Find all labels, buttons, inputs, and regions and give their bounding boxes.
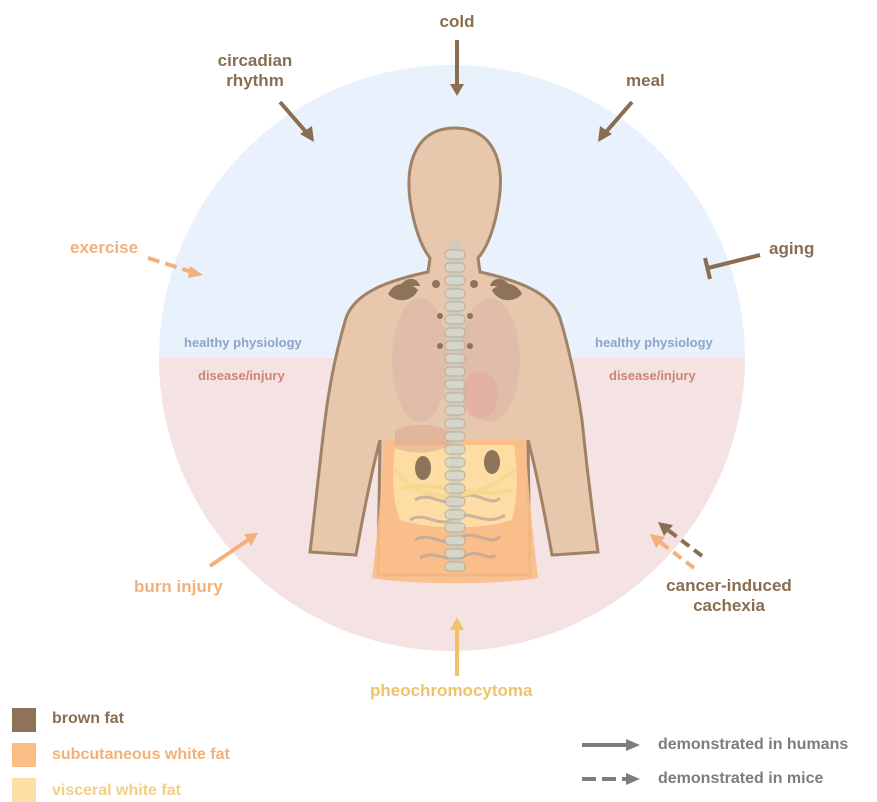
vertebra [445, 445, 465, 454]
vertebra [445, 367, 465, 376]
vertebra [445, 419, 465, 428]
legend-dashed-arrow [582, 773, 640, 785]
vertebra [445, 263, 465, 272]
humans-legend-label: demonstrated in humans [658, 736, 848, 754]
vertebra [445, 549, 465, 558]
vertebra [445, 276, 465, 285]
vertebra [445, 510, 465, 519]
vertebra [445, 458, 465, 467]
visceral-fat-swatch [12, 778, 36, 802]
vertebra [445, 315, 465, 324]
vertebra [445, 536, 465, 545]
vertebra [445, 380, 465, 389]
vertebra [445, 471, 465, 480]
subcutaneous-fat-legend-label: subcutaneous white fat [52, 746, 230, 764]
exercise-label: exercise [70, 238, 138, 258]
cold-label: cold [437, 12, 477, 32]
mice-legend-label: demonstrated in mice [658, 770, 823, 788]
cachexia-line-1: cancer-induced [654, 576, 804, 596]
legend-arrows [582, 739, 640, 785]
vertebra [445, 354, 465, 363]
vertebra [445, 406, 465, 415]
visceral-fat-legend-label: visceral white fat [52, 782, 181, 800]
disease-label-left: disease/injury [198, 368, 285, 383]
healthy-label-left: healthy physiology [184, 335, 302, 350]
vertebra [445, 484, 465, 493]
vertebra [445, 523, 465, 532]
vertebra [445, 250, 465, 259]
vertebra [445, 328, 465, 337]
vertebrae [445, 250, 465, 571]
vertebra [445, 562, 465, 571]
brown-fat-legend-label: brown fat [52, 710, 124, 728]
right-kidney [484, 450, 500, 474]
vertebra [445, 341, 465, 350]
burn-injury-label: burn injury [134, 577, 223, 597]
subcutaneous-fat-swatch [12, 743, 36, 767]
circadian-line-2: rhythm [205, 71, 305, 91]
legend-solid-arrow [582, 739, 640, 751]
cachexia-line-2: cachexia [654, 596, 804, 616]
aging-label: aging [769, 239, 814, 259]
heart [462, 371, 498, 419]
healthy-label-right: healthy physiology [595, 335, 713, 350]
brown-fat-swatch [12, 708, 36, 732]
left-kidney [415, 456, 431, 480]
meal-label: meal [626, 71, 665, 91]
pheochromocytoma-label: pheochromocytoma [370, 681, 532, 701]
vertebra [445, 289, 465, 298]
cachexia-label: cancer-induced cachexia [654, 576, 804, 616]
vertebra [445, 302, 465, 311]
disease-label-right: disease/injury [609, 368, 696, 383]
circadian-line-1: circadian [205, 51, 305, 71]
vertebra [445, 393, 465, 402]
vertebra [445, 497, 465, 506]
vertebra [445, 432, 465, 441]
circadian-label: circadian rhythm [205, 51, 305, 91]
